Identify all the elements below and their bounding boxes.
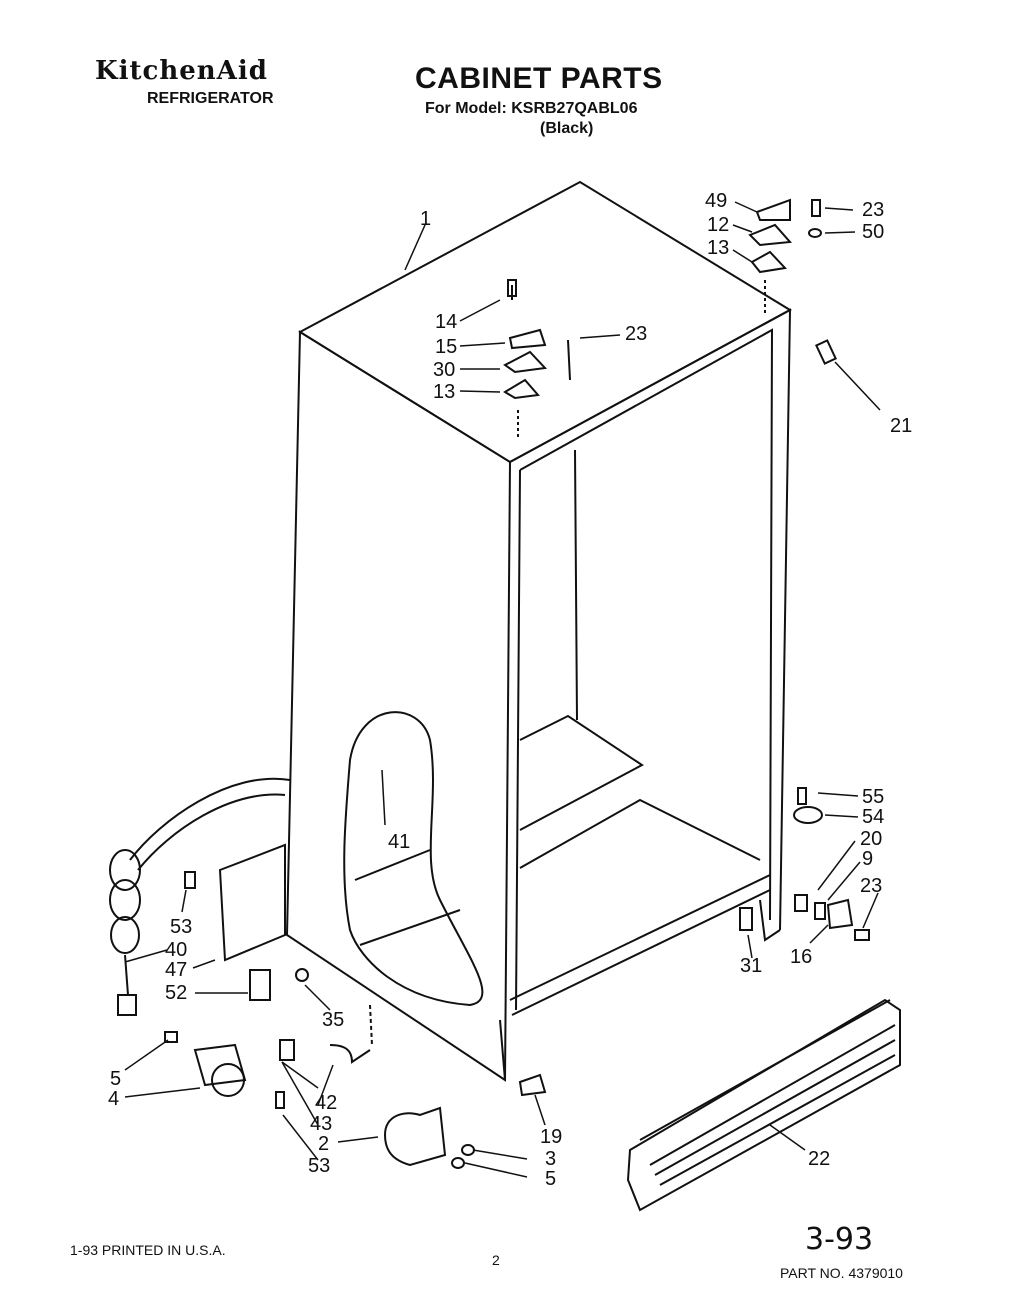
callout-14: 14 bbox=[435, 311, 457, 333]
model-number: For Model: KSRB27QABL06 bbox=[425, 100, 638, 117]
callout-35: 35 bbox=[322, 1009, 344, 1031]
callout-19: 19 bbox=[540, 1126, 562, 1148]
callout-20: 20 bbox=[860, 828, 882, 850]
callout-31: 31 bbox=[740, 955, 762, 977]
callout-2: 2 bbox=[318, 1133, 329, 1155]
callout-12: 12 bbox=[707, 214, 729, 236]
base-grille bbox=[626, 998, 901, 1212]
callout-47: 47 bbox=[165, 959, 187, 981]
callout-53: 53 bbox=[170, 916, 192, 938]
power-cord-assembly bbox=[109, 777, 373, 1046]
callout-13: 13 bbox=[707, 237, 729, 259]
callout-52: 52 bbox=[165, 982, 187, 1004]
brand-logo: KitchenAid bbox=[95, 56, 268, 86]
callout-49: 49 bbox=[705, 190, 727, 212]
callout-15: 15 bbox=[435, 336, 457, 358]
callout-22: 22 bbox=[808, 1148, 830, 1170]
callout-1: 1 bbox=[420, 208, 431, 230]
callout-23b: 23 bbox=[625, 323, 647, 345]
page-number: 2 bbox=[492, 1252, 500, 1268]
print-info: 1-93 PRINTED IN U.S.A. bbox=[70, 1242, 226, 1258]
callout-42: 42 bbox=[315, 1092, 337, 1114]
callout-30: 30 bbox=[433, 359, 455, 381]
product-type: REFRIGERATOR bbox=[147, 90, 274, 107]
callout-23c: 23 bbox=[860, 875, 882, 897]
callout-5b: 5 bbox=[545, 1168, 556, 1190]
callout-5: 5 bbox=[110, 1068, 121, 1090]
upper-center-hinge bbox=[503, 279, 571, 440]
callout-23: 23 bbox=[862, 199, 884, 221]
page-title: CABINET PARTS bbox=[415, 62, 663, 95]
part-number: PART NO. 4379010 bbox=[780, 1265, 903, 1281]
callout-labels: 1 49 23 12 50 13 14 23 15 30 13 21 41 55… bbox=[108, 190, 912, 1190]
cabinet-body bbox=[285, 180, 793, 1082]
callout-40: 40 bbox=[165, 939, 187, 961]
callout-54: 54 bbox=[862, 806, 884, 828]
callout-13b: 13 bbox=[433, 381, 455, 403]
handwritten-date: 3-93 bbox=[805, 1222, 874, 1257]
lower-right-hinge bbox=[739, 787, 870, 941]
model-color: (Black) bbox=[540, 120, 594, 137]
callout-55: 55 bbox=[862, 786, 884, 808]
callout-9: 9 bbox=[862, 848, 873, 870]
callout-3: 3 bbox=[545, 1148, 556, 1170]
callout-21: 21 bbox=[890, 415, 912, 437]
leader-lines bbox=[124, 201, 881, 1178]
callout-41: 41 bbox=[388, 831, 410, 853]
roller-assembly bbox=[164, 1031, 547, 1169]
callout-50: 50 bbox=[862, 221, 884, 243]
upper-right-hinge bbox=[748, 198, 837, 365]
callout-53b: 53 bbox=[308, 1155, 330, 1177]
callout-4: 4 bbox=[108, 1088, 119, 1110]
callout-16: 16 bbox=[790, 946, 812, 968]
callout-43: 43 bbox=[310, 1113, 332, 1135]
